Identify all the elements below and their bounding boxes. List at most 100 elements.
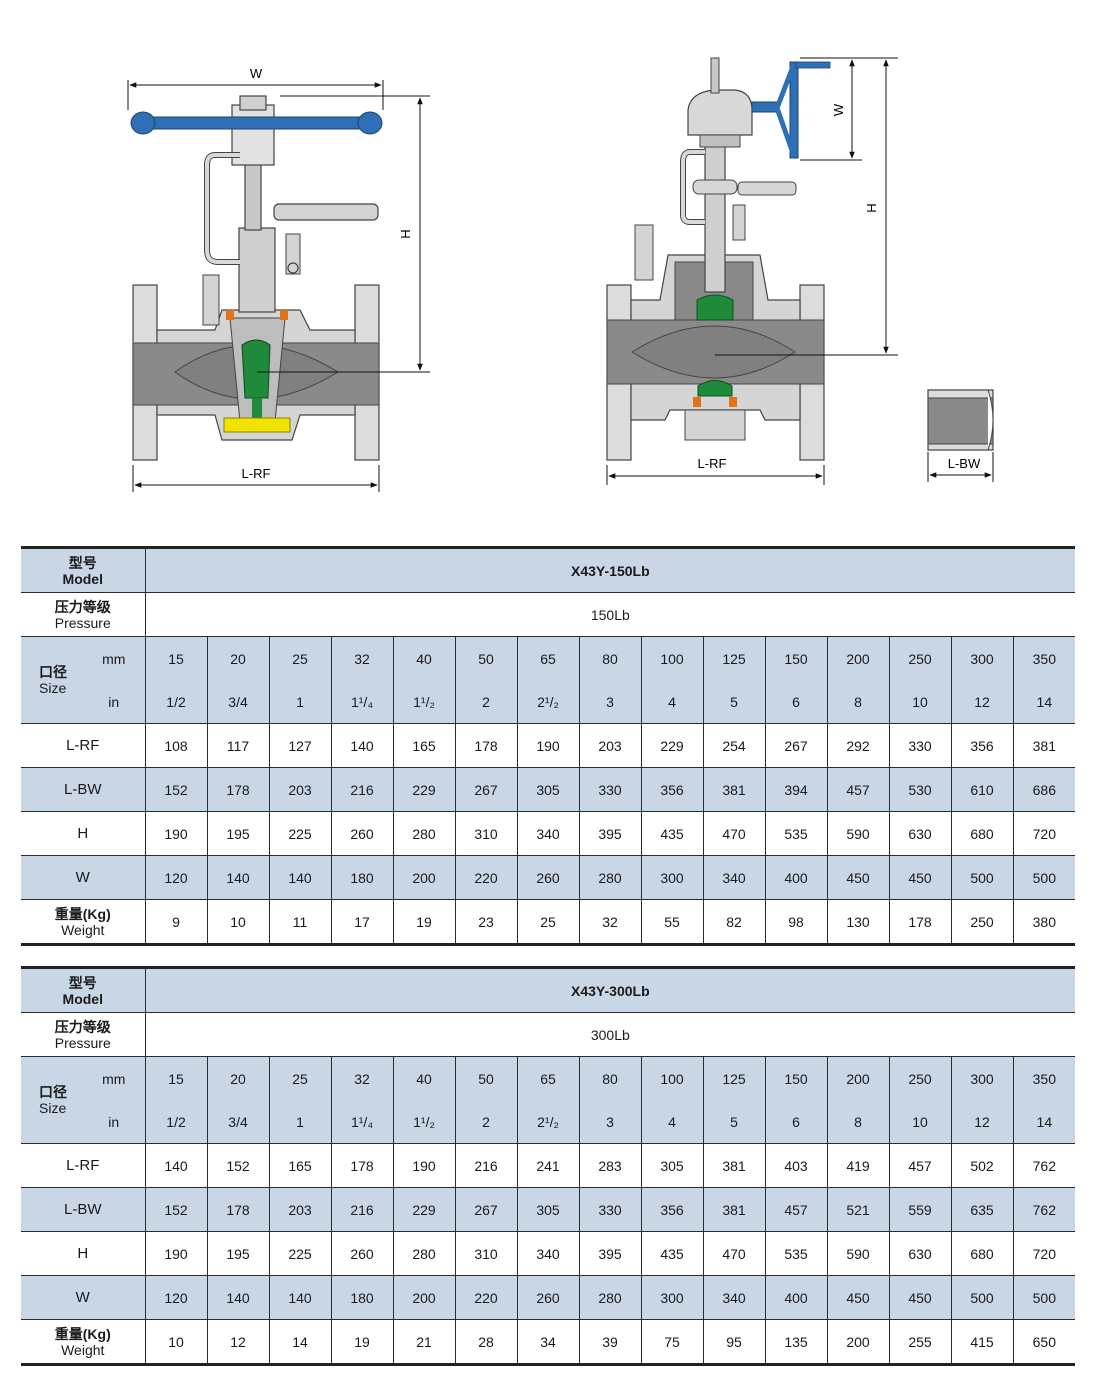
value-cell: 305	[640, 1143, 704, 1188]
value-cell: 457	[888, 1143, 952, 1188]
value-cell: 450	[888, 855, 952, 900]
size-cell: 1	[268, 680, 332, 724]
value-cell: 120	[144, 855, 208, 900]
model-row: 型号 Model X43Y-150Lb	[21, 546, 1076, 593]
value-cell: 330	[578, 767, 642, 812]
value-cell: 190	[516, 723, 580, 768]
size-cell: 1/2	[144, 1100, 208, 1144]
value-cell: 260	[516, 1275, 580, 1320]
size-cell: 300	[950, 636, 1014, 680]
value-cell: 470	[702, 1231, 766, 1276]
value-cell: 190	[144, 1231, 208, 1276]
value-cell: 635	[950, 1187, 1014, 1232]
value-cell: 535	[764, 1231, 828, 1276]
value-cell: 267	[454, 1187, 518, 1232]
value-cell: 280	[578, 855, 642, 900]
value-cell: 305	[516, 1187, 580, 1232]
size-cell: 100	[640, 636, 704, 680]
valve-drawings: W H L-RF	[127, 57, 994, 492]
size-cell: 65	[516, 1056, 580, 1100]
pressure-label-cell: 压力等级 Pressure	[21, 592, 146, 637]
row-label: W	[21, 1275, 146, 1320]
weight-cell: 32	[578, 899, 642, 946]
size-cell: 3/4	[206, 1100, 270, 1144]
value-cell: 356	[640, 1187, 704, 1232]
value-cell: 280	[578, 1275, 642, 1320]
weight-cell: 12	[206, 1319, 270, 1366]
weight-cell: 17	[330, 899, 394, 946]
value-cell: 292	[826, 723, 890, 768]
pressure-row: 压力等级 Pressure 150Lb	[21, 592, 1076, 637]
value-cell: 140	[206, 855, 270, 900]
value-cell: 220	[454, 855, 518, 900]
value-cell: 195	[206, 811, 270, 856]
model-label-zh: 型号	[68, 974, 97, 991]
value-cell: 395	[578, 1231, 642, 1276]
weight-cell: 10	[206, 899, 270, 946]
size-unit-label: mm	[83, 1056, 146, 1100]
value-cell: 330	[888, 723, 952, 768]
size-cell: 65	[516, 636, 580, 680]
value-cell: 762	[1012, 1187, 1076, 1232]
value-cell: 203	[578, 723, 642, 768]
weight-cell: 650	[1012, 1319, 1076, 1366]
gear-plug-valve-drawing	[606, 57, 898, 485]
model-row: 型号 Model X43Y-300Lb	[21, 966, 1076, 1013]
pressure-value: 300Lb	[144, 1012, 1076, 1057]
value-cell: 267	[764, 723, 828, 768]
value-cell: 680	[950, 1231, 1014, 1276]
size-cell: 25	[268, 636, 332, 680]
value-cell: 610	[950, 767, 1014, 812]
size-cell: 150	[764, 1056, 828, 1100]
size-cell: 2¹/₂	[516, 1100, 580, 1144]
value-cell: 108	[144, 723, 208, 768]
size-cell: 20	[206, 1056, 270, 1100]
size-cell: 5	[702, 680, 766, 724]
value-cell: 450	[888, 1275, 952, 1320]
h-dim-label-2: H	[864, 203, 879, 212]
row-label: H	[21, 811, 146, 856]
value-cell: 680	[950, 811, 1014, 856]
value-cell: 720	[1012, 1231, 1076, 1276]
value-cell: 457	[826, 767, 890, 812]
row-label: W	[21, 855, 146, 900]
value-cell: 260	[516, 855, 580, 900]
size-cell: 80	[578, 1056, 642, 1100]
value-cell: 720	[1012, 811, 1076, 856]
value-cell: 435	[640, 1231, 704, 1276]
size-label-cell: 口径 Size	[21, 636, 83, 724]
size-cell: 50	[454, 636, 518, 680]
weight-cell: 135	[764, 1319, 828, 1366]
value-cell: 178	[330, 1143, 394, 1188]
weight-cell: 82	[702, 899, 766, 946]
value-cell: 140	[268, 855, 332, 900]
size-cell: 3	[578, 680, 642, 724]
value-cell: 530	[888, 767, 952, 812]
value-cell: 686	[1012, 767, 1076, 812]
value-cell: 395	[578, 811, 642, 856]
weight-cell: 75	[640, 1319, 704, 1366]
weight-cell: 23	[454, 899, 518, 946]
value-cell: 356	[950, 723, 1014, 768]
value-cell: 190	[392, 1143, 456, 1188]
row-label: L-BW	[21, 767, 146, 812]
row-label: L-RF	[21, 1143, 146, 1188]
value-cell: 280	[392, 811, 456, 856]
weight-label-cell: 重量(Kg)Weight	[21, 899, 146, 946]
weight-label-zh: 重量(Kg)	[54, 1325, 111, 1342]
model-label-cell: 型号 Model	[21, 546, 146, 593]
size-cell: 12	[950, 1100, 1014, 1144]
size-label-zh: 口径	[39, 664, 67, 680]
value-cell: 178	[206, 1187, 270, 1232]
value-cell: 152	[144, 767, 208, 812]
size-cell: 125	[702, 1056, 766, 1100]
pressure-value: 150Lb	[144, 592, 1076, 637]
size-cell: 1¹/₂	[392, 1100, 456, 1144]
weight-cell: 25	[516, 899, 580, 946]
weight-cell: 28	[454, 1319, 518, 1366]
